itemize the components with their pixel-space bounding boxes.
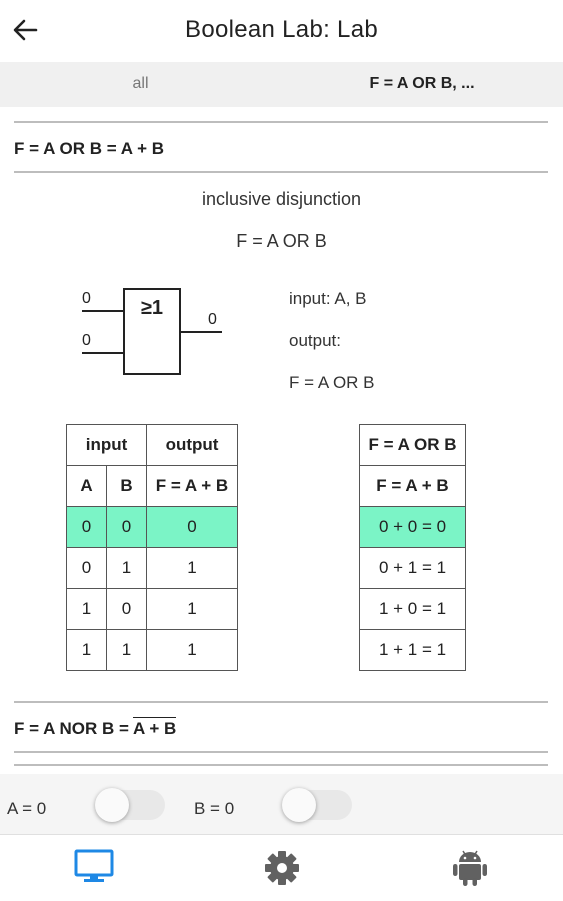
nav-android-button[interactable]	[376, 835, 563, 901]
gate-input-b-value: 0	[82, 332, 91, 349]
page-title: Boolean Lab: Lab	[185, 16, 378, 43]
cell-f: 1	[146, 629, 238, 671]
cell-a: 0	[66, 547, 107, 589]
cell-b: 0	[106, 506, 147, 548]
info-input: input: A, B	[289, 289, 367, 308]
column-f: F = A + B	[146, 465, 238, 507]
table-row: 0 + 0 = 0	[359, 506, 466, 548]
input-controls: A = 0 B = 0	[0, 774, 563, 834]
or-gate-diagram: ≥1 0 0 0	[74, 281, 234, 381]
nav-monitor-button[interactable]	[0, 835, 188, 901]
gate-input-a-value: 0	[82, 290, 91, 307]
tab-or[interactable]: F = A OR B, ...	[369, 75, 475, 92]
input-a-label: A = 0	[7, 799, 47, 818]
cell-a: 1	[66, 588, 107, 630]
tab-all[interactable]: all	[132, 75, 149, 92]
cell-a: 1	[66, 629, 107, 671]
table-row: 1 1 1	[66, 629, 238, 671]
header-input: input	[66, 424, 147, 466]
divider	[14, 764, 548, 766]
gate-output-value: 0	[208, 311, 217, 328]
divider	[14, 751, 548, 753]
evaluation-table: F = A OR B F = A + B 0 + 0 = 0 0 + 1 = 1…	[359, 424, 466, 671]
header-output: output	[146, 424, 238, 466]
divider	[14, 171, 548, 173]
bottom-navigation	[0, 834, 563, 901]
eval-header-1: F = A OR B	[359, 424, 466, 466]
column-a: A	[66, 465, 107, 507]
gear-icon	[265, 851, 299, 885]
or-gate-shape	[82, 288, 222, 375]
app-bar: Boolean Lab: Lab	[0, 0, 563, 62]
table-row: 0 1 1	[66, 547, 238, 589]
table-row: 0 + 1 = 1	[359, 547, 466, 589]
table-row: 1 0 1	[66, 588, 238, 630]
truth-table: input output A B F = A + B 0 0 0 0 1 1 1…	[66, 424, 238, 671]
eval-cell: 0 + 0 = 0	[359, 506, 466, 548]
android-icon	[453, 850, 487, 886]
gate-formula: F = A OR B	[236, 231, 327, 251]
nor-title-overlined: A + B	[133, 717, 177, 738]
info-output-formula: F = A OR B	[289, 373, 375, 392]
arrow-left-icon	[13, 19, 38, 41]
cell-b: 0	[106, 588, 147, 630]
info-output: output:	[289, 331, 341, 350]
eval-cell: 1 + 0 = 1	[359, 588, 466, 630]
back-button[interactable]	[8, 12, 44, 48]
eval-header-2: F = A + B	[359, 465, 466, 507]
input-b-label: B = 0	[194, 799, 235, 818]
cell-b: 1	[106, 547, 147, 589]
switch-knob	[282, 788, 316, 822]
monitor-icon	[74, 849, 114, 882]
section-title-or[interactable]: F = A OR B = A + B	[14, 139, 165, 158]
section-title-nor[interactable]: F = A NOR B = A + B	[14, 717, 177, 739]
main-content: F = A OR B = A + B inclusive disjunction…	[0, 107, 563, 774]
gate-symbol: ≥1	[140, 297, 164, 319]
cell-a: 0	[66, 506, 107, 548]
divider	[14, 121, 548, 123]
cell-f: 0	[146, 506, 238, 548]
cell-f: 1	[146, 547, 238, 589]
switch-knob	[95, 788, 129, 822]
column-b: B	[106, 465, 147, 507]
gate-description: inclusive disjunction	[201, 189, 362, 209]
tab-bar: all F = A OR B, ...	[0, 62, 563, 107]
eval-cell: 0 + 1 = 1	[359, 547, 466, 589]
input-b-switch[interactable]	[282, 788, 352, 822]
table-row: 1 + 0 = 1	[359, 588, 466, 630]
nav-settings-button[interactable]	[188, 835, 376, 901]
input-a-switch[interactable]	[95, 788, 165, 822]
cell-b: 1	[106, 629, 147, 671]
table-row: 1 + 1 = 1	[359, 629, 466, 671]
nor-title-prefix: F = A NOR B =	[14, 719, 134, 738]
divider	[14, 701, 548, 703]
table-row: 0 0 0	[66, 506, 238, 548]
eval-cell: 1 + 1 = 1	[359, 629, 466, 671]
cell-f: 1	[146, 588, 238, 630]
